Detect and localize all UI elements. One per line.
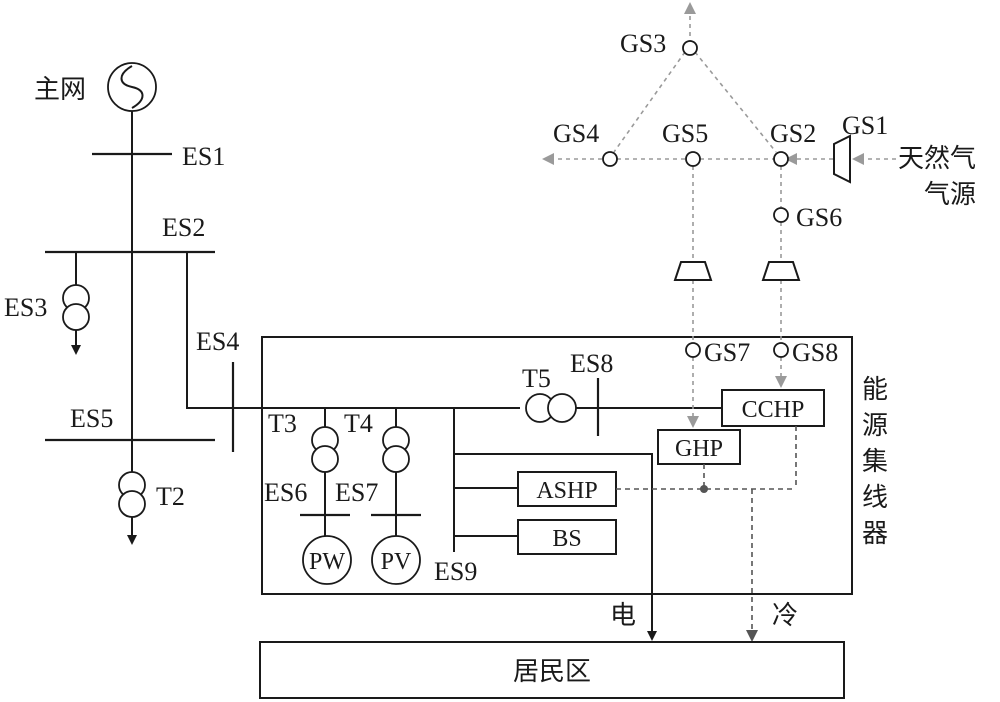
gas-node-gs5 (685, 151, 701, 167)
gas-node-gs6 (773, 207, 789, 223)
gas-node-gs4 (602, 151, 618, 167)
bus-es1-label: ES1 (182, 142, 225, 171)
gas-node-gs8-label: GS8 (792, 338, 838, 367)
gas-node-gs6-label: GS6 (796, 203, 842, 232)
pw-label: PW (309, 549, 345, 575)
gas-node-gs8 (773, 342, 789, 358)
bus-es8-label: ES8 (570, 349, 613, 378)
natural-gas-source-label-line2: 气源 (924, 180, 976, 210)
es3-load-branch: ES3 (4, 252, 90, 355)
pv-solar-generator (371, 535, 421, 585)
energy-hub-char-5: 器 (862, 519, 888, 549)
gas-node-gs4-label: GS4 (553, 119, 599, 148)
t2-load-branch: T2 (118, 440, 185, 545)
transformer-t4-label: T4 (344, 409, 373, 438)
bus-es5-label: ES5 (70, 404, 113, 433)
gas-node-gs2-label: GS2 (770, 119, 816, 148)
gas-node-gs3 (682, 40, 698, 56)
ghp-unit (657, 429, 741, 465)
gs1-compressor-icon (833, 134, 851, 184)
bus-es2-label: ES2 (162, 213, 205, 242)
t3-pw-branch: T3 ES6 PW (264, 408, 352, 585)
t4-pv-branch: T4 ES7 PV (335, 408, 421, 585)
gas-node-gs7 (685, 342, 701, 358)
gas-node-gs5-label: GS5 (662, 119, 708, 148)
transformer-t5-label: T5 (522, 364, 551, 393)
gs5-branch-valve-icon (673, 261, 713, 281)
ashp-unit (517, 471, 617, 507)
bus-es3-label: ES3 (4, 293, 47, 322)
grid-label: 主网 (34, 75, 86, 105)
bus-es4-label: ES4 (196, 327, 239, 356)
pw-wind-generator (302, 535, 352, 585)
transformer-t2-label: T2 (156, 482, 185, 511)
bus-es9-label: ES9 (434, 557, 477, 586)
es2-to-hub-feeder (186, 252, 520, 409)
gas-node-gs2 (773, 151, 789, 167)
energy-hub-title: 能 源 集 线 器 (862, 375, 888, 549)
pv-label: PV (381, 549, 412, 575)
grid-sine-icon (120, 65, 144, 109)
cooling-flow-label: 冷 (772, 601, 798, 631)
bus-es6-label: ES6 (264, 478, 307, 507)
bs-unit (517, 519, 617, 555)
residential-area-box (259, 641, 845, 699)
es3-transformer-bottom-coil (62, 303, 90, 331)
t5-right-coil (547, 393, 577, 423)
energy-hub-boundary (261, 336, 853, 595)
main-grid-source: 主网 (34, 62, 157, 112)
t3-bottom-coil (311, 445, 339, 473)
gas-node-gs7-label: GS7 (704, 338, 750, 367)
energy-hub-char-1: 能 (862, 375, 888, 405)
energy-hub-char-3: 集 (862, 447, 888, 477)
energy-hub-char-2: 源 (862, 411, 888, 441)
natural-gas-source-label-line1: 天然气 (898, 144, 976, 174)
cooling-junction-dot (700, 485, 708, 493)
electric-supply-to-residential (454, 453, 657, 641)
bs-label: BS (552, 526, 581, 552)
ashp-label: ASHP (536, 478, 597, 504)
t2-bottom-coil (118, 490, 146, 518)
cchp-unit (721, 389, 825, 427)
gas-node-gs3-label: GS3 (620, 29, 666, 58)
t4-bottom-coil (382, 445, 410, 473)
energy-hub-char-4: 线 (862, 483, 888, 513)
t5-transformer: T5 (522, 364, 577, 423)
electricity-flow-label: 电 (610, 601, 636, 631)
residential-label: 居民区 (513, 657, 591, 687)
gas-network (542, 2, 896, 428)
transformer-t3-label: T3 (268, 409, 297, 438)
gs3-gs2-pipe (694, 51, 777, 153)
gs6-branch-valve-icon (761, 261, 801, 281)
bus-es7-label: ES7 (335, 478, 378, 507)
ghp-label: GHP (675, 436, 723, 462)
cchp-label: CCHP (742, 397, 805, 423)
